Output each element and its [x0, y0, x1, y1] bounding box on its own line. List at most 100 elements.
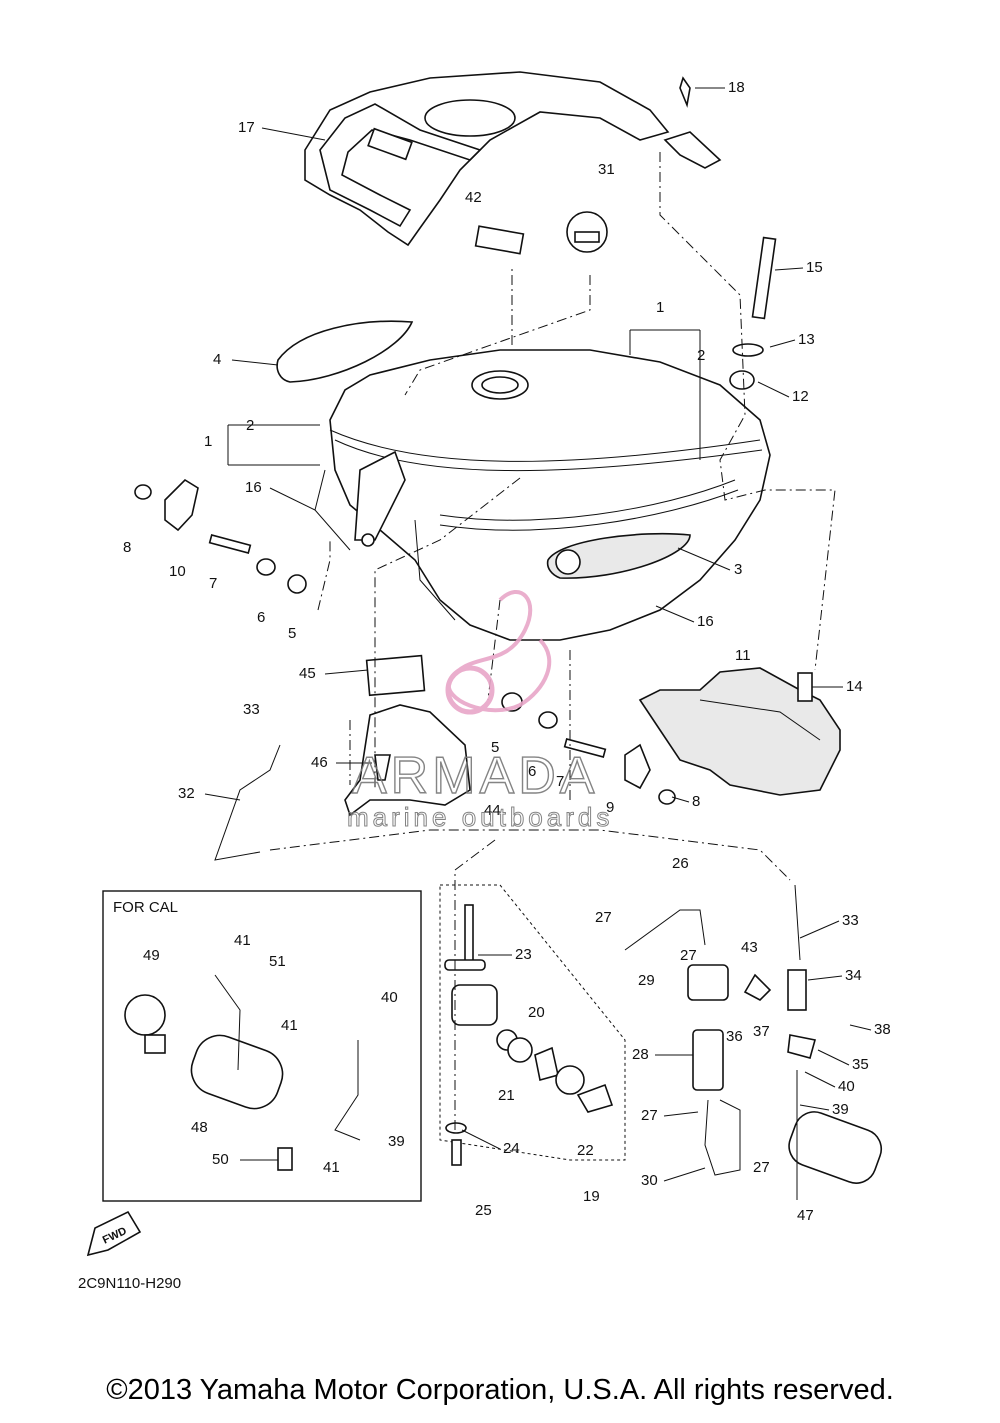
callout-label: 41	[281, 1017, 298, 1034]
callout-label: 12	[792, 388, 809, 405]
inset-title: FOR CAL	[113, 899, 178, 916]
callout-label: 27	[680, 947, 697, 964]
callout-label: 13	[798, 331, 815, 348]
callout-leader	[663, 1111, 699, 1117]
callout-label: 1	[656, 299, 664, 316]
watermark-tagline: marine outboards	[347, 802, 613, 832]
callout-leader	[757, 381, 790, 398]
callout-label: 41	[323, 1159, 340, 1176]
callout-label: 6	[257, 609, 265, 626]
callout-leader	[769, 339, 796, 348]
callout-label: 6	[528, 763, 536, 780]
watermark-brand: ARMADA	[352, 747, 598, 805]
callout-label: 41	[234, 932, 251, 949]
callout-label: 27	[753, 1159, 770, 1176]
fwd-arrow: FWD	[86, 1210, 142, 1257]
callout-label: 37	[753, 1023, 770, 1040]
tank-cover-part	[304, 71, 670, 247]
callout-label: 34	[845, 967, 862, 984]
callout-label: 4	[213, 351, 221, 368]
callout-label: 8	[123, 539, 131, 556]
callout-label: 42	[465, 189, 482, 206]
callout-leader	[804, 1071, 836, 1088]
callout-label: 17	[238, 119, 255, 136]
callout-leader	[461, 1129, 501, 1150]
callout-label: 24	[503, 1140, 520, 1157]
callout-leader	[204, 793, 241, 801]
callout-label: 35	[852, 1056, 869, 1073]
callout-label: 48	[191, 1119, 208, 1136]
callout-label: 38	[874, 1021, 891, 1038]
callout-label: 14	[846, 678, 863, 695]
callout-label: 32	[178, 785, 195, 802]
callout-leader	[807, 975, 843, 981]
callout-label: 49	[143, 947, 160, 964]
callout-leader	[261, 127, 326, 141]
callout-label: 51	[269, 953, 286, 970]
callout-label: 33	[842, 912, 859, 929]
callout-label: 10	[169, 563, 186, 580]
callout-label: 26	[672, 855, 689, 872]
callout-label: 46	[311, 754, 328, 771]
callout-label: 43	[741, 939, 758, 956]
callout-label: 29	[638, 972, 655, 989]
callout-label: 15	[806, 259, 823, 276]
callout-leader	[677, 547, 731, 571]
callout-label: 40	[838, 1078, 855, 1095]
callout-label: 2	[697, 347, 705, 364]
fuel-pump-group	[624, 884, 883, 1200]
callout-label: 44	[484, 802, 501, 819]
callout-label: 7	[556, 773, 564, 790]
callout-label: 45	[299, 665, 316, 682]
callout-label: 47	[797, 1207, 814, 1224]
callout-label: 16	[245, 479, 262, 496]
callout-leader	[269, 487, 316, 511]
callout-leader	[774, 267, 804, 271]
callout-label: 36	[726, 1028, 743, 1045]
small-parts	[134, 76, 813, 817]
callout-label: 25	[475, 1202, 492, 1219]
fuel-tank-part	[329, 349, 771, 641]
callout-leader	[849, 1024, 872, 1031]
callout-label: 20	[528, 1004, 545, 1021]
for-cal-inset: FOR CAL	[102, 890, 422, 1202]
callout-label: 5	[491, 739, 499, 756]
callout-label: 21	[498, 1087, 515, 1104]
callout-label: 27	[595, 909, 612, 926]
side-cover-part	[638, 667, 841, 796]
callout-label: 7	[209, 575, 217, 592]
tank-pad-part	[276, 320, 414, 383]
callout-label: 28	[632, 1046, 649, 1063]
callout-label: 39	[832, 1101, 849, 1118]
callout-leader	[671, 796, 690, 803]
callout-leader	[799, 1104, 830, 1111]
callout-label: 18	[728, 79, 745, 96]
callout-leader	[655, 605, 695, 623]
watermark: ARMADA marine outboards	[347, 590, 613, 833]
callout-label: 39	[388, 1133, 405, 1150]
callout-label: 50	[212, 1151, 229, 1168]
drawing-code: 2C9N110-H290	[78, 1275, 181, 1292]
callout-label: 27	[641, 1107, 658, 1124]
callout-label: 23	[515, 946, 532, 963]
callout-label: 8	[692, 793, 700, 810]
callout-label: 5	[288, 625, 296, 642]
callout-label: 1	[204, 433, 212, 450]
callout-leader	[817, 1049, 850, 1066]
callout-leader	[663, 1167, 706, 1182]
callout-leader	[324, 669, 369, 675]
callouts: 1718314215131241221168107653161114453356…	[123, 79, 891, 1224]
callout-label: 19	[583, 1188, 600, 1205]
callout-leader	[799, 920, 840, 939]
callout-label: 11	[735, 647, 751, 664]
callout-label: 40	[381, 989, 398, 1006]
copyright-text: ©2013 Yamaha Motor Corporation, U.S.A. A…	[106, 1374, 894, 1406]
callout-leader	[231, 359, 279, 366]
callout-label: 3	[734, 561, 742, 578]
callout-label: 30	[641, 1172, 658, 1189]
callout-label: 31	[598, 161, 615, 178]
callout-label: 16	[697, 613, 714, 630]
fuel-cock-assembly	[439, 884, 626, 1166]
callout-label: 9	[606, 799, 614, 816]
